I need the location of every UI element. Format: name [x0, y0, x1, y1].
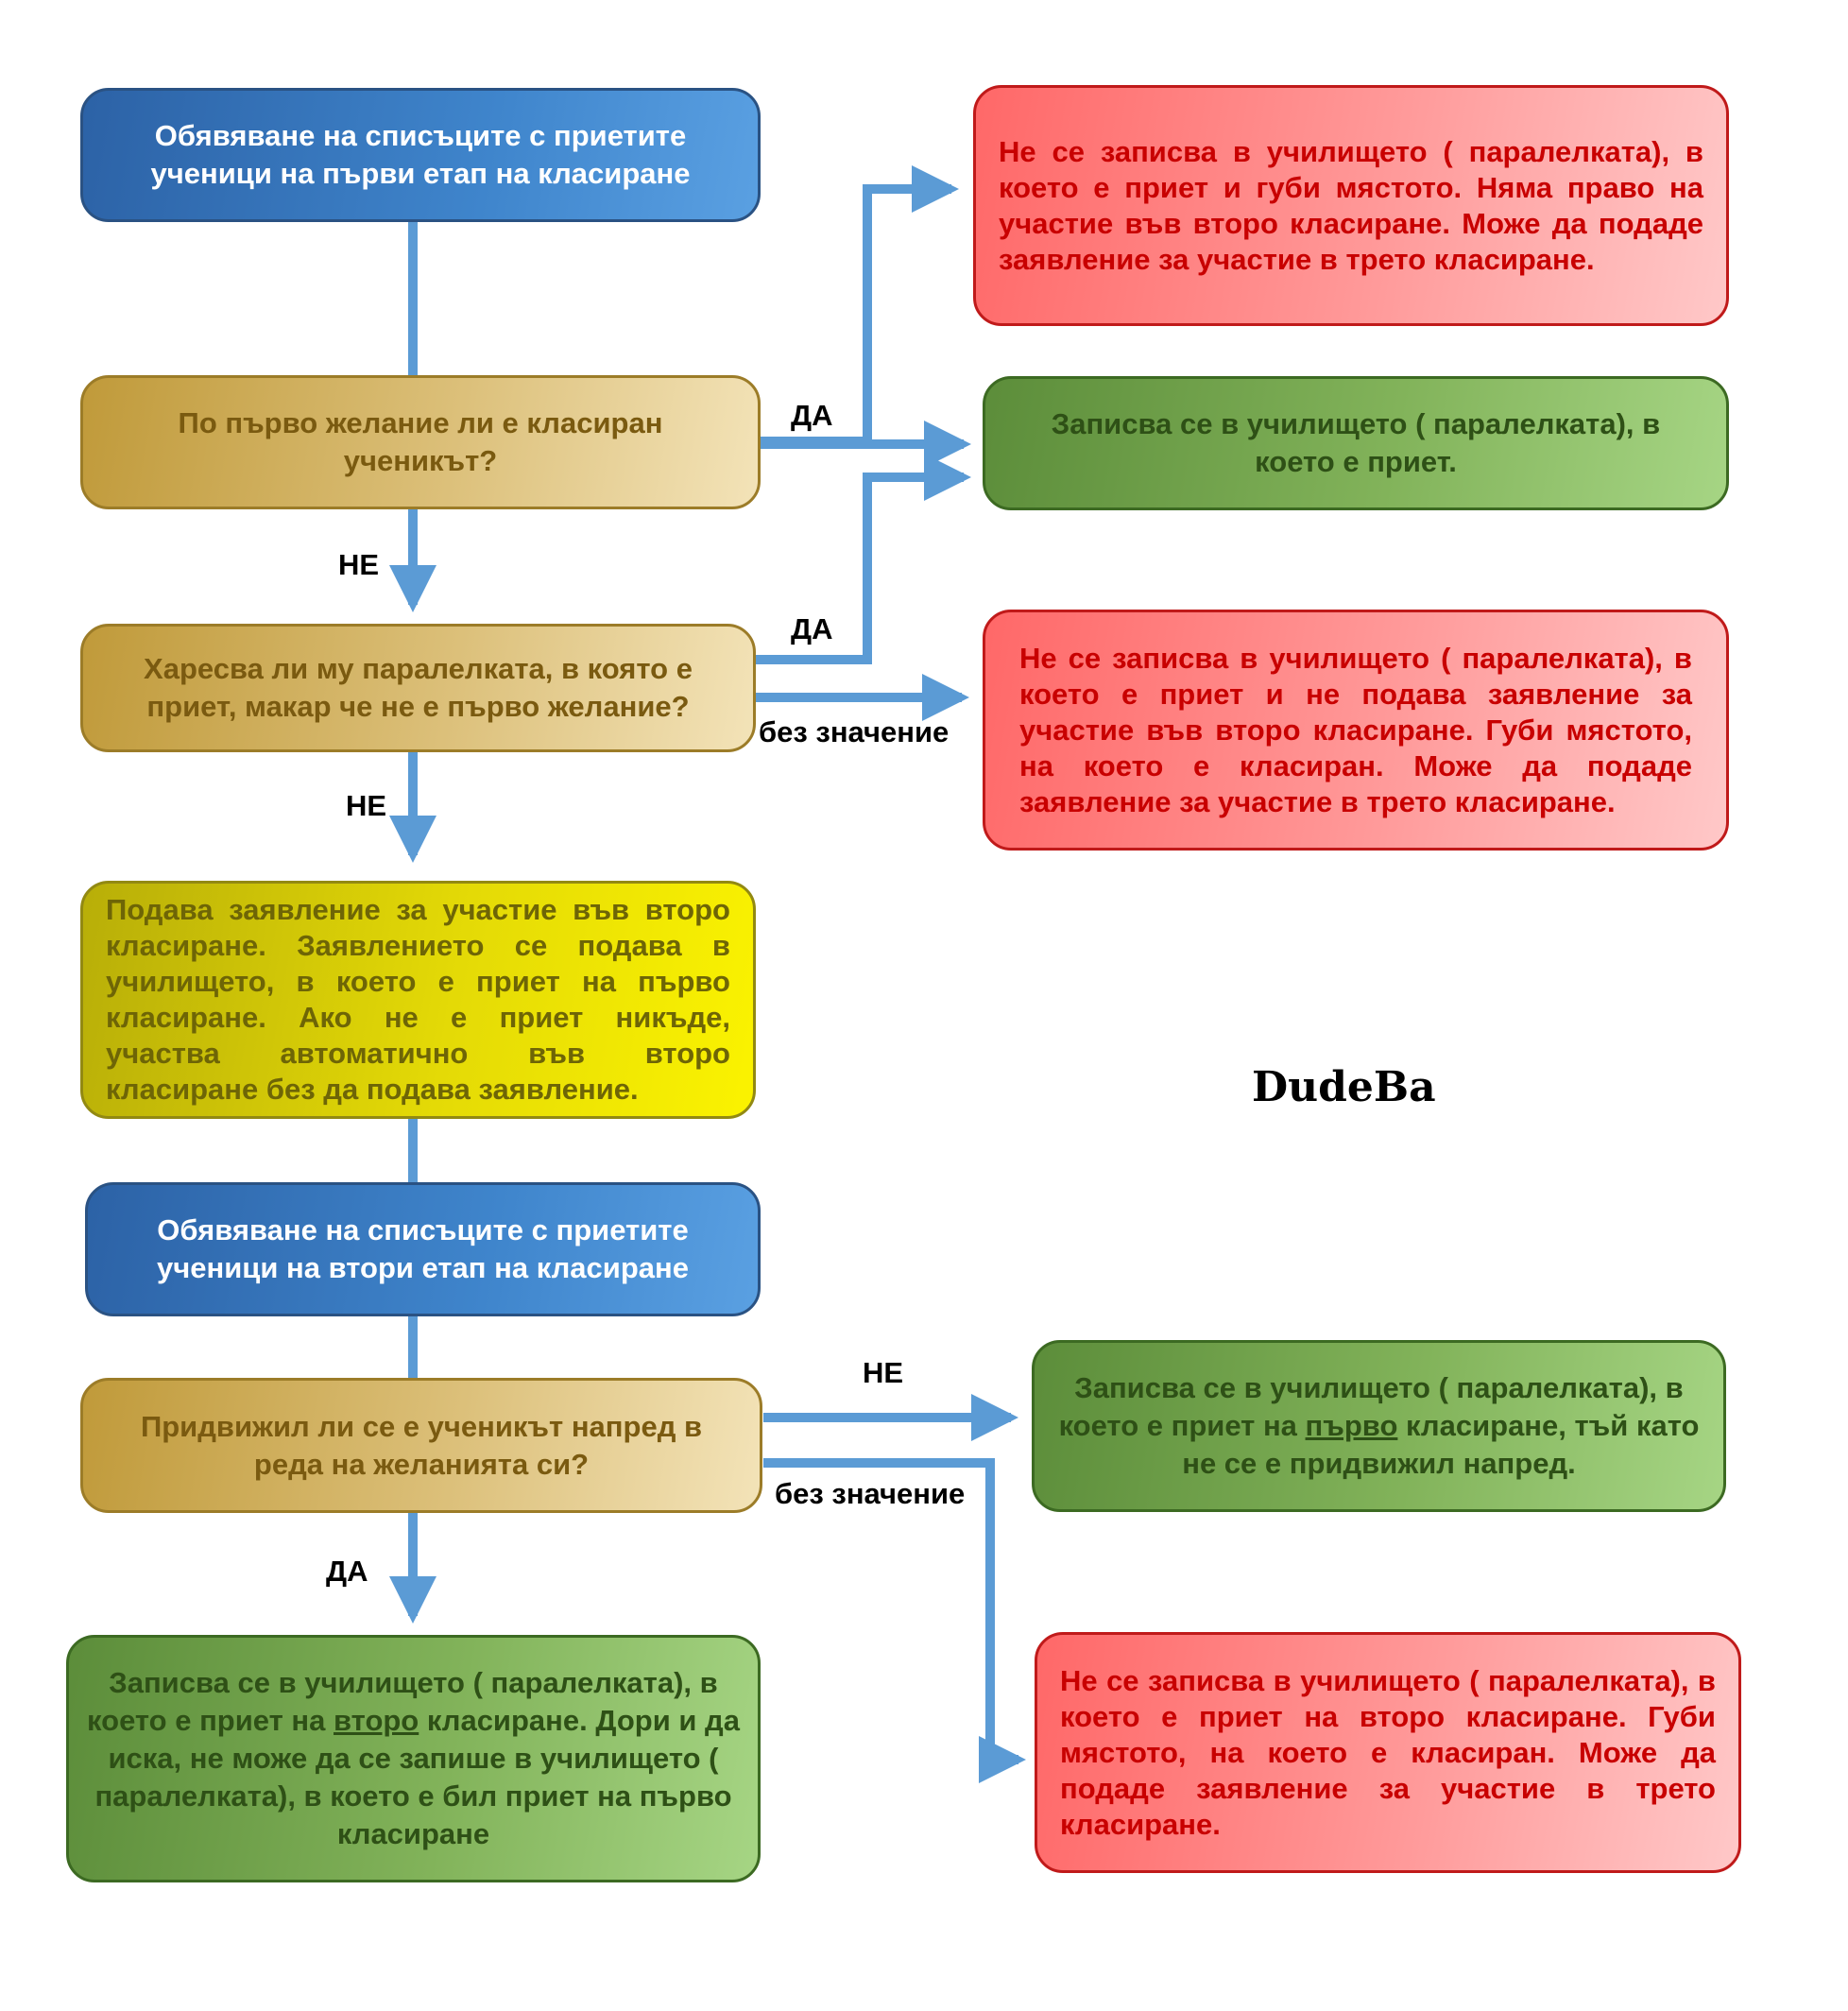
enroll-second-text-after: класиране. Дори и да иска, не може да се… — [94, 1704, 740, 1850]
green-enroll-first-text-after: класиране, тъй като не се е придвижил на… — [1182, 1409, 1700, 1480]
label-no-likes-class: НЕ — [346, 789, 387, 822]
announce-first-stage-box: Обявяване на списъците с приетите учениц… — [80, 88, 761, 222]
red-outcome-top-box: Не се записва в училището ( паралелката)… — [973, 85, 1729, 326]
enroll-second-ranking-text: Записва се в училището ( паралелката), в… — [75, 1664, 752, 1853]
label-irrelevant-moved-forward: без значение — [775, 1477, 966, 1510]
green-enroll-first-underlined: първо — [1305, 1409, 1398, 1442]
green-enroll-first-text-before: Записва се в училището ( паралелката), в… — [1058, 1371, 1684, 1442]
label-yes-moved-forward: ДА — [326, 1555, 368, 1588]
green-enroll-first-text: Записва се в училището ( паралелката), в… — [1057, 1369, 1701, 1483]
enroll-second-ranking-box: Записва се в училището ( паралелката), в… — [66, 1635, 761, 1882]
red-outcome-middle-text: Не се записва в училището ( паралелката)… — [1019, 641, 1692, 818]
apply-second-ranking-text: Подава заявление за участие във второ кл… — [106, 893, 730, 1106]
announce-second-stage-text: Обявяване на списъците с приетите учениц… — [157, 1213, 689, 1284]
label-irrelevant-likes-class: без значение — [759, 715, 950, 748]
question-likes-class-text: Харесва ли му паралелката, в която е при… — [144, 652, 693, 723]
green-enroll-first-box: Записва се в училището ( паралелката), в… — [1032, 1340, 1726, 1512]
green-enroll-box: Записва се в училището ( паралелката), в… — [983, 376, 1729, 510]
apply-second-ranking-box: Подава заявление за участие във второ кл… — [80, 881, 756, 1119]
arrow-q2-yes-to-green — [756, 454, 972, 664]
question-moved-forward-box: Придвижил ли се е ученикът напред в реда… — [80, 1378, 762, 1513]
arrow-q3-irrelevant-to-red — [763, 1458, 1027, 1783]
question-first-wish-text: По първо желание ли е класиран ученикът? — [178, 406, 663, 477]
question-moved-forward-text: Придвижил ли се е ученикът напред в реда… — [140, 1409, 703, 1481]
announce-second-stage-box: Обявяване на списъците с приетите учениц… — [85, 1182, 761, 1316]
label-yes-likes-class: ДА — [791, 612, 833, 645]
red-outcome-middle-box: Не се записва в училището ( паралелката)… — [983, 610, 1729, 851]
red-outcome-bottom-text: Не се записва в училището ( паралелката)… — [1060, 1663, 1716, 1841]
enroll-second-underlined: второ — [334, 1704, 419, 1737]
author-signature: DudeBa — [1252, 1063, 1436, 1111]
red-outcome-top-text: Не се записва в училището ( паралелката)… — [999, 134, 1703, 276]
arrow-q1-yes-to-red-top — [758, 165, 960, 446]
label-no-moved-forward: НЕ — [863, 1356, 904, 1389]
question-likes-class-box: Харесва ли му паралелката, в която е при… — [80, 624, 756, 752]
label-no-first-wish: НЕ — [338, 548, 380, 581]
question-first-wish-box: По първо желание ли е класиран ученикът? — [80, 375, 761, 509]
announce-first-stage-text: Обявяване на списъците с приетите учениц… — [150, 119, 691, 190]
red-outcome-bottom-box: Не се записва в училището ( паралелката)… — [1035, 1632, 1741, 1873]
label-yes-first-wish: ДА — [791, 399, 833, 432]
green-enroll-text: Записва се в училището ( паралелката), в… — [1051, 407, 1661, 478]
enroll-second-text-before: Записва се в училището ( паралелката), в… — [87, 1666, 718, 1737]
